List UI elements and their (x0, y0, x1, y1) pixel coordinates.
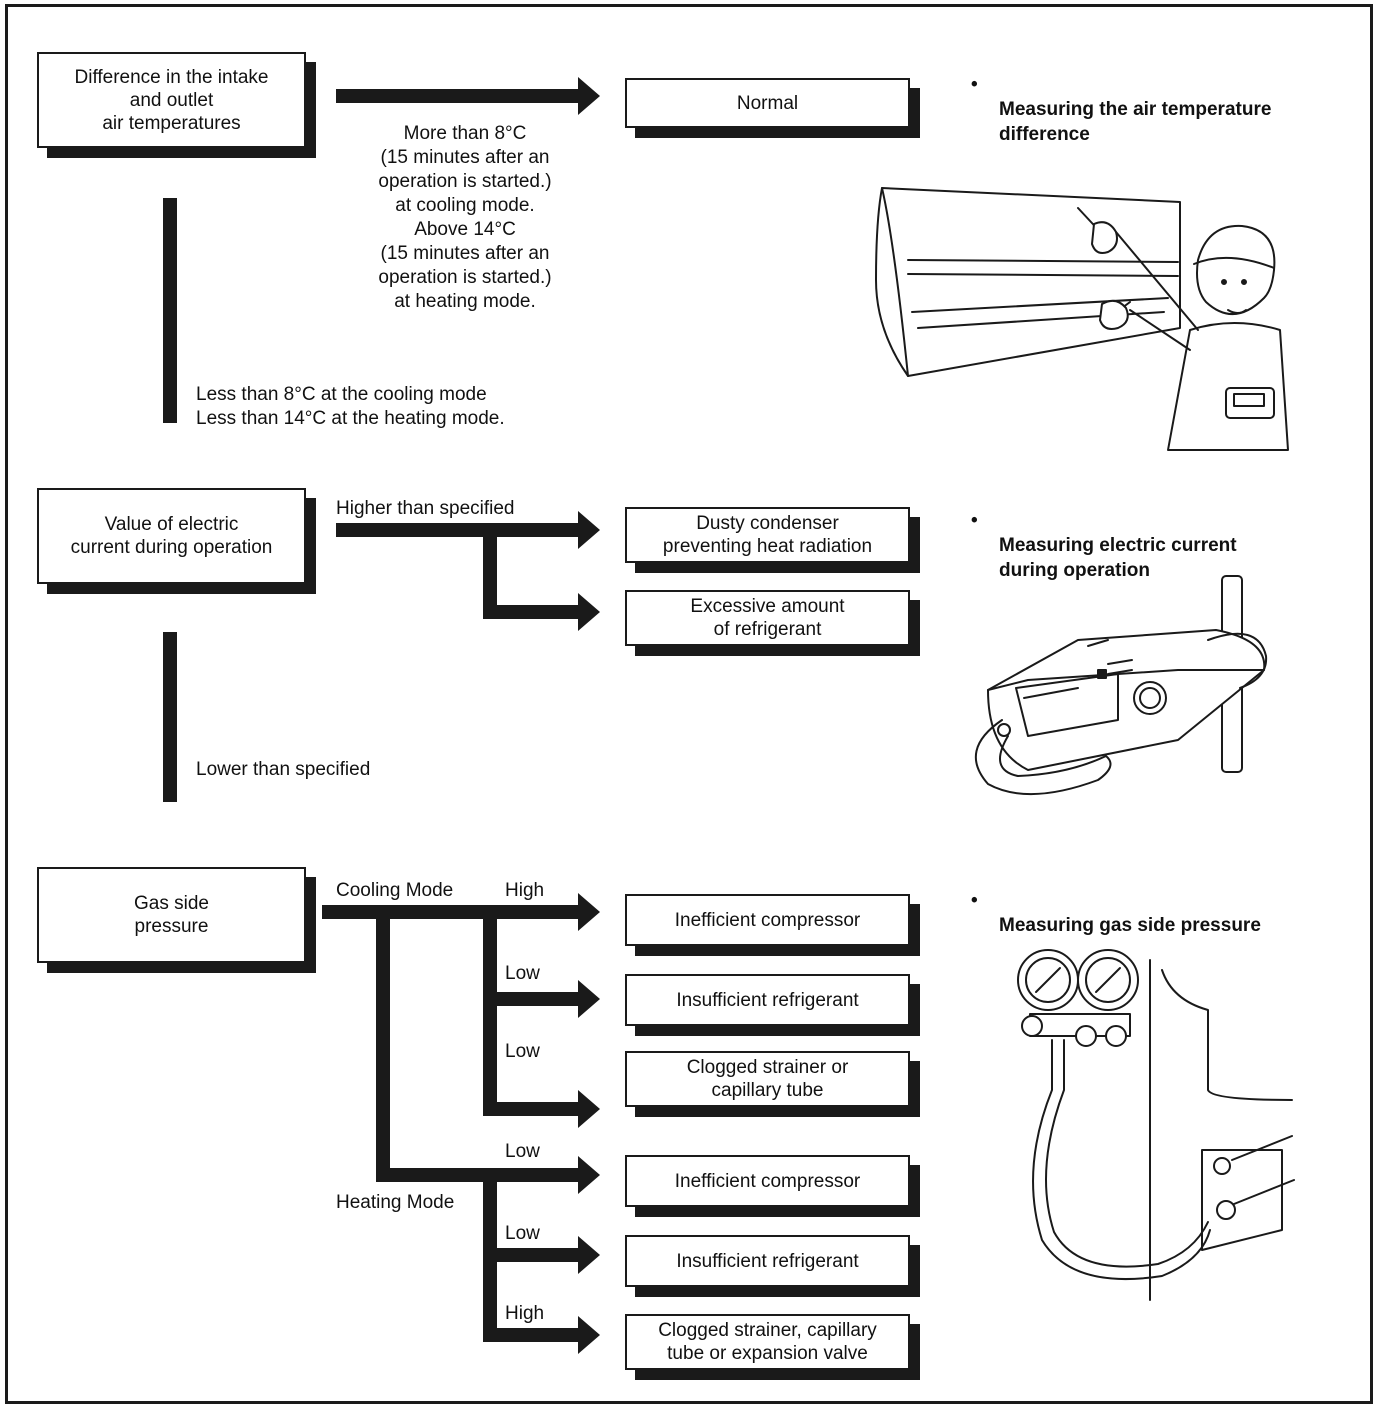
box-gas-side-pressure: Gas side pressure (37, 867, 306, 963)
pressure-level-label: Low (505, 1041, 540, 1062)
page-frame (5, 4, 1373, 1404)
arrow-temp-normal-head (578, 77, 600, 115)
pressure-level-label: Low (505, 963, 540, 984)
arrow-pressure-low-1-line (483, 992, 581, 1006)
note-gas-side-pressure-text: Measuring gas side pressure (999, 915, 1261, 936)
arrow-pressure-low-3-head (578, 1156, 600, 1194)
pressure-level-label: High (505, 880, 545, 901)
bullet-icon: • (971, 890, 978, 911)
note-air-temperature: • Measuring the air temperature differenc… (971, 72, 1272, 147)
result-insufficient-refrigerant-cooling: Insufficient refrigerant (625, 974, 910, 1026)
arrow-pressure-low-1-head (578, 980, 600, 1018)
result-clogged-expansion-valve-heating: Clogged strainer, capillary tube or expa… (625, 1314, 910, 1370)
flow-line-cooling-branch (483, 912, 497, 1109)
box-air-temperature-difference: Difference in the intake and outlet air … (37, 52, 306, 148)
arrow-current-excess-head (578, 593, 600, 631)
flow-line-heating-trunk (376, 912, 390, 1175)
result-excessive-refrigerant: Excessive amount of refrigerant (625, 590, 910, 646)
label-cooling-mode: Cooling Mode (336, 880, 454, 901)
condition-low-temperature: Less than 8°C at the cooling mode Less t… (196, 384, 505, 429)
condition-lower-than-specified: Lower than specified (196, 759, 371, 780)
arrow-current-excess-line (483, 605, 581, 619)
box-electric-current: Value of electric current during operati… (37, 488, 306, 584)
arrow-temp-normal-line (336, 89, 581, 103)
arrow-pressure-low-2-head (578, 1090, 600, 1128)
result-inefficient-compressor-heating: Inefficient compressor (625, 1155, 910, 1207)
flow-line-temp-low (163, 198, 177, 423)
note-air-temperature-text: Measuring the air temperature difference (999, 99, 1272, 145)
result-inefficient-compressor-cooling: Inefficient compressor (625, 894, 910, 946)
arrow-pressure-high-2-head (578, 1316, 600, 1354)
arrow-pressure-low-4-head (578, 1236, 600, 1274)
label-heating-mode: Heating Mode (336, 1192, 455, 1213)
technician-measuring-air-conditioner-icon (875, 187, 1289, 451)
result-insufficient-refrigerant-heating: Insufficient refrigerant (625, 1235, 910, 1287)
arrow-current-high-head (578, 511, 600, 549)
note-electric-current: • Measuring electric current during opera… (971, 508, 1237, 583)
arrow-pressure-high-1-head (578, 893, 600, 931)
result-normal: Normal (625, 78, 910, 128)
manifold-gauge-set-icon (1017, 949, 1295, 1301)
arrow-pressure-low-4-line (483, 1248, 581, 1262)
pressure-level-label: Low (505, 1223, 540, 1244)
pressure-level-label: Low (505, 1141, 540, 1162)
pressure-level-label: High (505, 1303, 545, 1324)
arrow-pressure-high-2-line (483, 1328, 581, 1342)
result-dusty-condenser: Dusty condenser preventing heat radiatio… (625, 507, 910, 563)
clamp-meter-icon (974, 575, 1268, 796)
condition-normal-range: More than 8°C (15 minutes after an opera… (378, 123, 552, 312)
flow-line-current-low (163, 632, 177, 802)
flow-line-current-branch (483, 530, 497, 612)
arrow-pressure-main-line (322, 905, 581, 919)
arrow-pressure-low-3-line (376, 1168, 581, 1182)
arrow-pressure-low-2-line (483, 1102, 581, 1116)
note-gas-side-pressure: • Measuring gas side pressure (971, 888, 1261, 938)
condition-higher-than-specified: Higher than specified (336, 498, 515, 519)
result-clogged-strainer-cooling: Clogged strainer or capillary tube (625, 1051, 910, 1107)
note-electric-current-text: Measuring electric current during operat… (999, 535, 1237, 581)
arrow-current-high-line (336, 523, 581, 537)
bullet-icon: • (971, 510, 978, 531)
bullet-icon: • (971, 74, 978, 95)
